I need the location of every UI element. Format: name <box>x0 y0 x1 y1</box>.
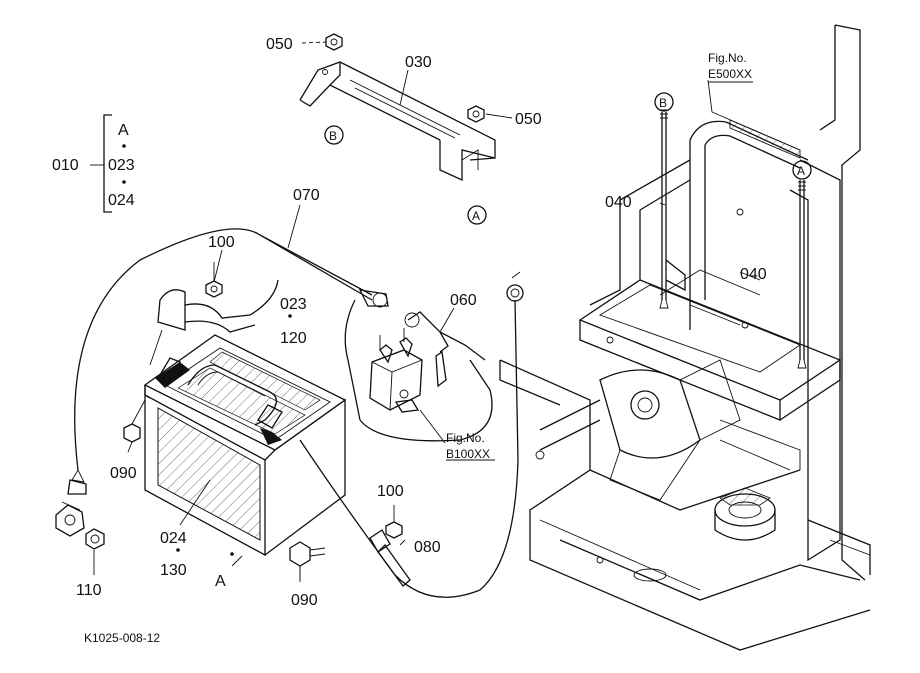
label-040-right: 040 <box>740 266 767 283</box>
frame-fig-ref-label: Fig.No. <box>708 51 747 65</box>
circle-marker-a-bracket: A <box>467 205 487 225</box>
cable-070 <box>67 228 493 495</box>
nut-110 <box>85 528 105 575</box>
label-030: 030 <box>405 54 432 71</box>
label-070: 070 <box>293 187 320 204</box>
svg-text:B: B <box>659 96 667 110</box>
label-110: 110 <box>76 582 102 599</box>
label-100-top: 100 <box>208 234 235 251</box>
nut-050-top <box>325 33 343 51</box>
bolt-090-left <box>123 399 146 443</box>
label-080: 080 <box>414 539 441 556</box>
label-100-bottom: 100 <box>377 483 404 500</box>
label-120: 120 <box>280 330 307 347</box>
bolt-100-bottom <box>385 505 403 539</box>
tractor-frame <box>499 24 871 651</box>
bolt-090-bottom <box>289 541 326 580</box>
switch-fig-ref-number: B100XX <box>446 447 490 461</box>
group-variant-024: 024 <box>108 192 135 209</box>
diagram-code: K1025-008-12 <box>84 631 160 645</box>
svg-text:B: B <box>329 129 337 143</box>
positive-terminal-cover <box>149 279 279 366</box>
label-060: 060 <box>450 292 477 309</box>
label-130: 130 <box>160 562 187 579</box>
label-090-left: 090 <box>110 465 137 482</box>
group-variant-023: 023 <box>108 157 135 174</box>
bolt-100-top <box>205 262 223 298</box>
nut-050-right <box>467 105 485 123</box>
battery-hold-bracket-030 <box>299 61 496 182</box>
starter-switch <box>369 328 423 413</box>
label-024: 024 <box>160 530 187 547</box>
label-050-top: 050 <box>266 36 293 53</box>
circle-marker-b-frame: B <box>654 92 674 112</box>
leader-lines <box>90 41 801 582</box>
terminal-clamp <box>55 501 85 537</box>
label-A: A <box>215 573 226 590</box>
switch-fig-ref-label: Fig.No. <box>446 431 485 445</box>
callout-labels: 050 030 050 070 100 023 120 060 040 040 … <box>52 36 812 645</box>
cable-080 <box>299 271 524 598</box>
label-050-right: 050 <box>515 111 542 128</box>
group-variant-a: A <box>118 122 129 139</box>
svg-text:A: A <box>472 209 480 223</box>
label-090-bottom: 090 <box>291 592 318 609</box>
svg-text:A: A <box>797 164 805 178</box>
frame-fig-ref-number: E500XX <box>708 67 752 81</box>
circle-marker-a-frame: A <box>792 160 812 180</box>
battery-024 <box>143 334 347 557</box>
label-040-left: 040 <box>605 194 632 211</box>
circle-marker-b-bracket: B <box>324 125 344 145</box>
group-number: 010 <box>52 157 79 174</box>
label-023: 023 <box>280 296 307 313</box>
